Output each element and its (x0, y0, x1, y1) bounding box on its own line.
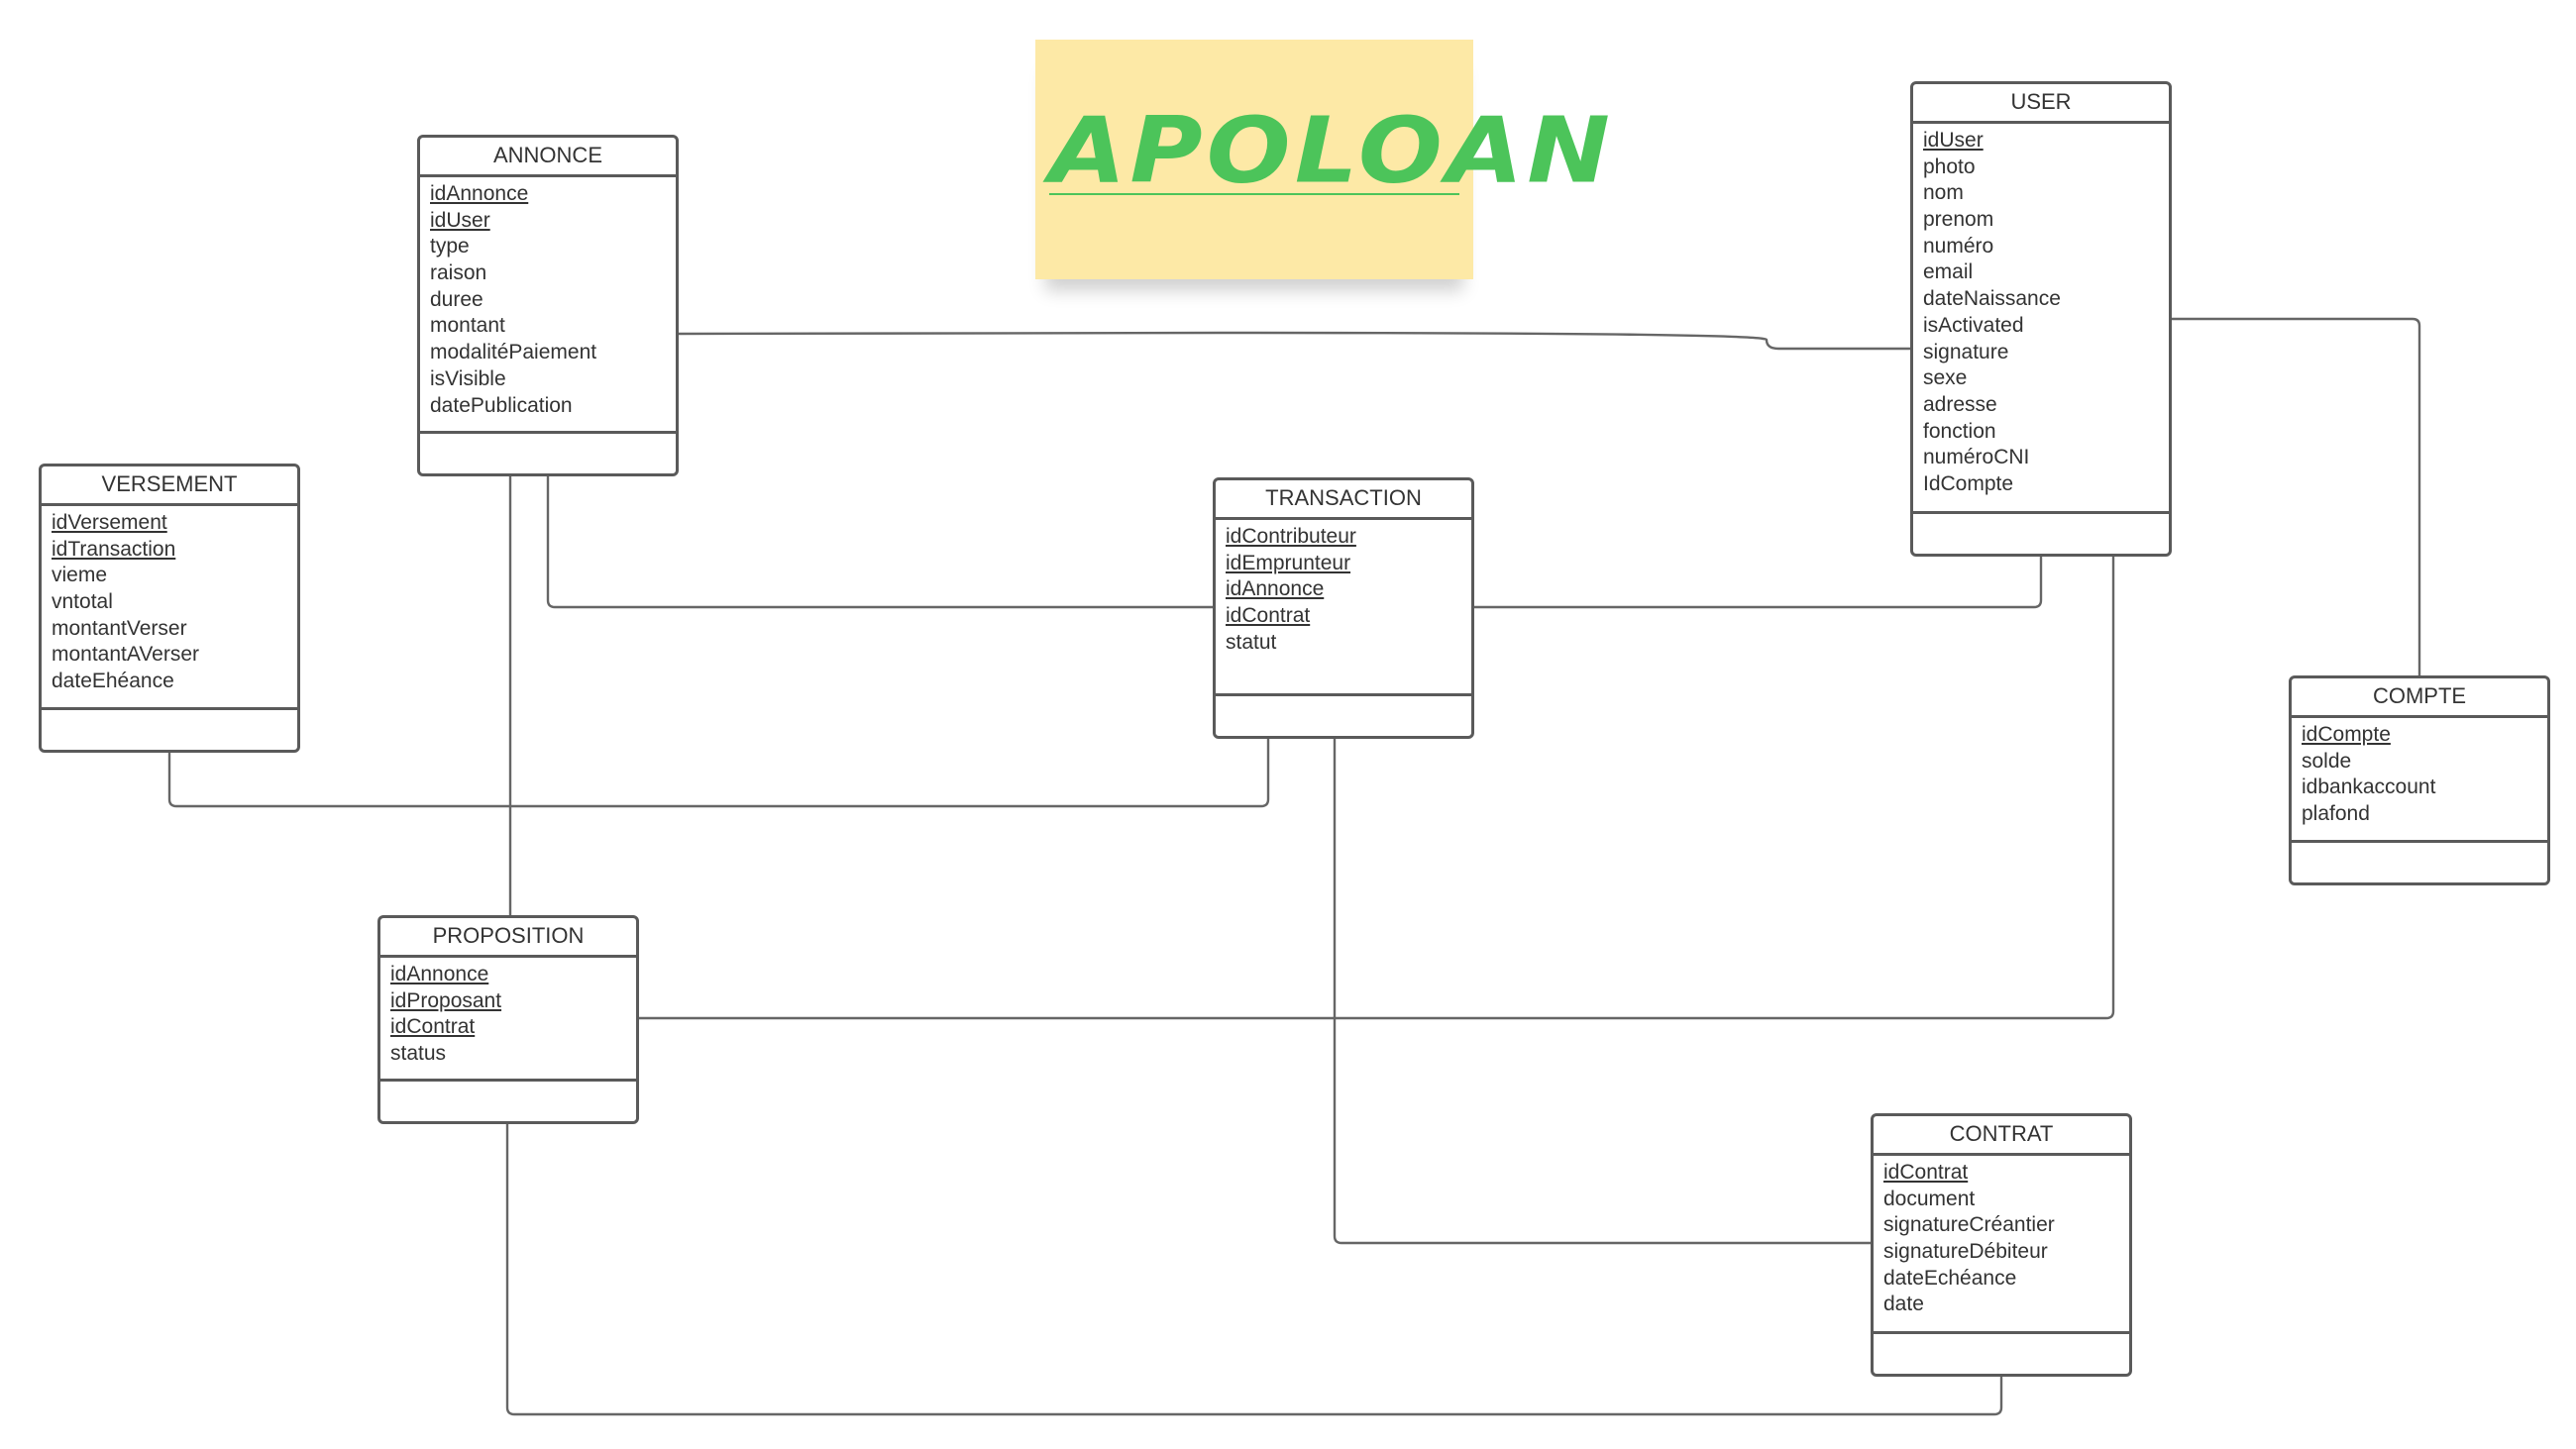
connector-versement-transaction[interactable] (167, 737, 1270, 808)
key-attribute: idContrat (390, 1015, 476, 1039)
methods-section (2292, 840, 2547, 882)
attribute: montantAVerser (52, 643, 200, 667)
attribute: numéroCNI (1923, 446, 2030, 469)
attribute-list: idCompte solde idbankaccount plafond (2292, 718, 2547, 972)
attribute: document (1883, 1187, 1976, 1210)
attribute: status (390, 1042, 447, 1066)
attribute: dateEchéance (1883, 1266, 2017, 1290)
attribute: nom (1923, 181, 1964, 205)
connector-transaction-contrat[interactable] (1333, 737, 1873, 1245)
key-attribute: idTransaction (52, 537, 176, 561)
attribute: vieme (52, 564, 108, 587)
attribute: IdCompte (1923, 471, 2014, 495)
attribute: duree (430, 287, 483, 311)
attribute: dateEhéance (52, 670, 174, 693)
attribute: prenom (1923, 208, 1994, 232)
attribute: fonction (1923, 419, 1996, 443)
connector-annonce-user[interactable] (676, 331, 1912, 351)
methods-section (420, 431, 676, 473)
attribute: isActivated (1923, 313, 2024, 337)
attribute-list: idContrat document signatureCréantier signa… (1874, 1156, 2129, 1409)
attribute: vntotal (52, 590, 113, 614)
key-attribute: idAnnonce (390, 963, 489, 985)
entity-compte[interactable]: COMPTE idCompte solde idbankaccount plafond (2289, 675, 2550, 885)
key-attribute: idEmprunteur (1226, 551, 1351, 574)
attribute: solde (2302, 749, 2352, 773)
entity-title: PROPOSITION (380, 918, 636, 958)
attribute: signatureDébiteur (1883, 1240, 2048, 1264)
entity-title: ANNONCE (420, 138, 676, 177)
key-attribute: idContrat (1226, 604, 1311, 628)
key-attribute: idContrat (1883, 1161, 1969, 1184)
attribute-list: idAnnonce idProposant idContrat status (380, 958, 636, 1211)
attribute: plafond (2302, 802, 2370, 826)
entity-proposition[interactable]: PROPOSITION idAnnonce idProposant idContra… (377, 915, 639, 1124)
entity-title: USER (1913, 84, 2169, 124)
key-attribute: idAnnonce (430, 182, 529, 205)
connector-transaction-user[interactable] (1473, 555, 2043, 609)
methods-section (1874, 1331, 2129, 1374)
diagram-title: APOLOAN (1049, 96, 1614, 204)
key-attribute: idCompte (2302, 723, 2391, 746)
attribute: date (1883, 1293, 1924, 1316)
methods-section (1216, 693, 1471, 736)
attribute: type (430, 235, 470, 259)
methods-section (42, 707, 297, 750)
key-attribute: idUser (430, 208, 490, 232)
attribute: montantVerser (52, 616, 187, 640)
attribute: photo (1923, 155, 1976, 178)
attribute: numéro (1923, 234, 1994, 258)
key-attribute: idUser (1923, 129, 1984, 152)
methods-section (380, 1079, 636, 1121)
entity-title: TRANSACTION (1216, 480, 1471, 520)
attribute: statut (1226, 630, 1277, 654)
entity-transaction[interactable]: TRANSACTION idContributeur idEmprunteur id… (1213, 477, 1474, 739)
connector-user-proposition[interactable] (636, 555, 2115, 1020)
title-underline (1049, 193, 1459, 195)
attribute: modalitéPaiement (430, 341, 597, 364)
attribute: raison (430, 261, 487, 285)
attribute: montant (430, 314, 505, 338)
attribute: datePublication (430, 393, 573, 417)
entity-versement[interactable]: VERSEMENT idVersement idTransaction vieme v… (39, 464, 300, 753)
connector-proposition-contrat[interactable] (505, 1122, 2003, 1416)
connector-annonce-transaction[interactable] (546, 474, 1215, 609)
attribute: idbankaccount (2302, 776, 2436, 799)
entity-title: VERSEMENT (42, 466, 297, 506)
entity-contrat[interactable]: CONTRAT idContrat document signatureCréant… (1871, 1113, 2132, 1377)
key-attribute: idProposant (390, 988, 502, 1012)
key-attribute: idVersement (52, 511, 167, 534)
attribute: dateNaissance (1923, 287, 2061, 311)
methods-section (1913, 511, 2169, 554)
attribute: adresse (1923, 392, 1997, 416)
attribute: signatureCréantier (1883, 1213, 2055, 1237)
entity-title: COMPTE (2292, 678, 2547, 718)
attribute-list: idContributeur idEmprunteur idAnnonce idCon… (1216, 520, 1471, 774)
attribute: isVisible (430, 366, 506, 390)
entity-title: CONTRAT (1874, 1116, 2129, 1156)
connector-user-compte[interactable] (2170, 317, 2421, 675)
attribute: signature (1923, 340, 2009, 363)
title-sticky-note[interactable]: APOLOAN (1035, 40, 1614, 279)
attribute: sexe (1923, 366, 1968, 390)
attribute: email (1923, 260, 1974, 284)
key-attribute: idContributeur (1226, 525, 1356, 548)
key-attribute: idAnnonce (1226, 577, 1325, 601)
